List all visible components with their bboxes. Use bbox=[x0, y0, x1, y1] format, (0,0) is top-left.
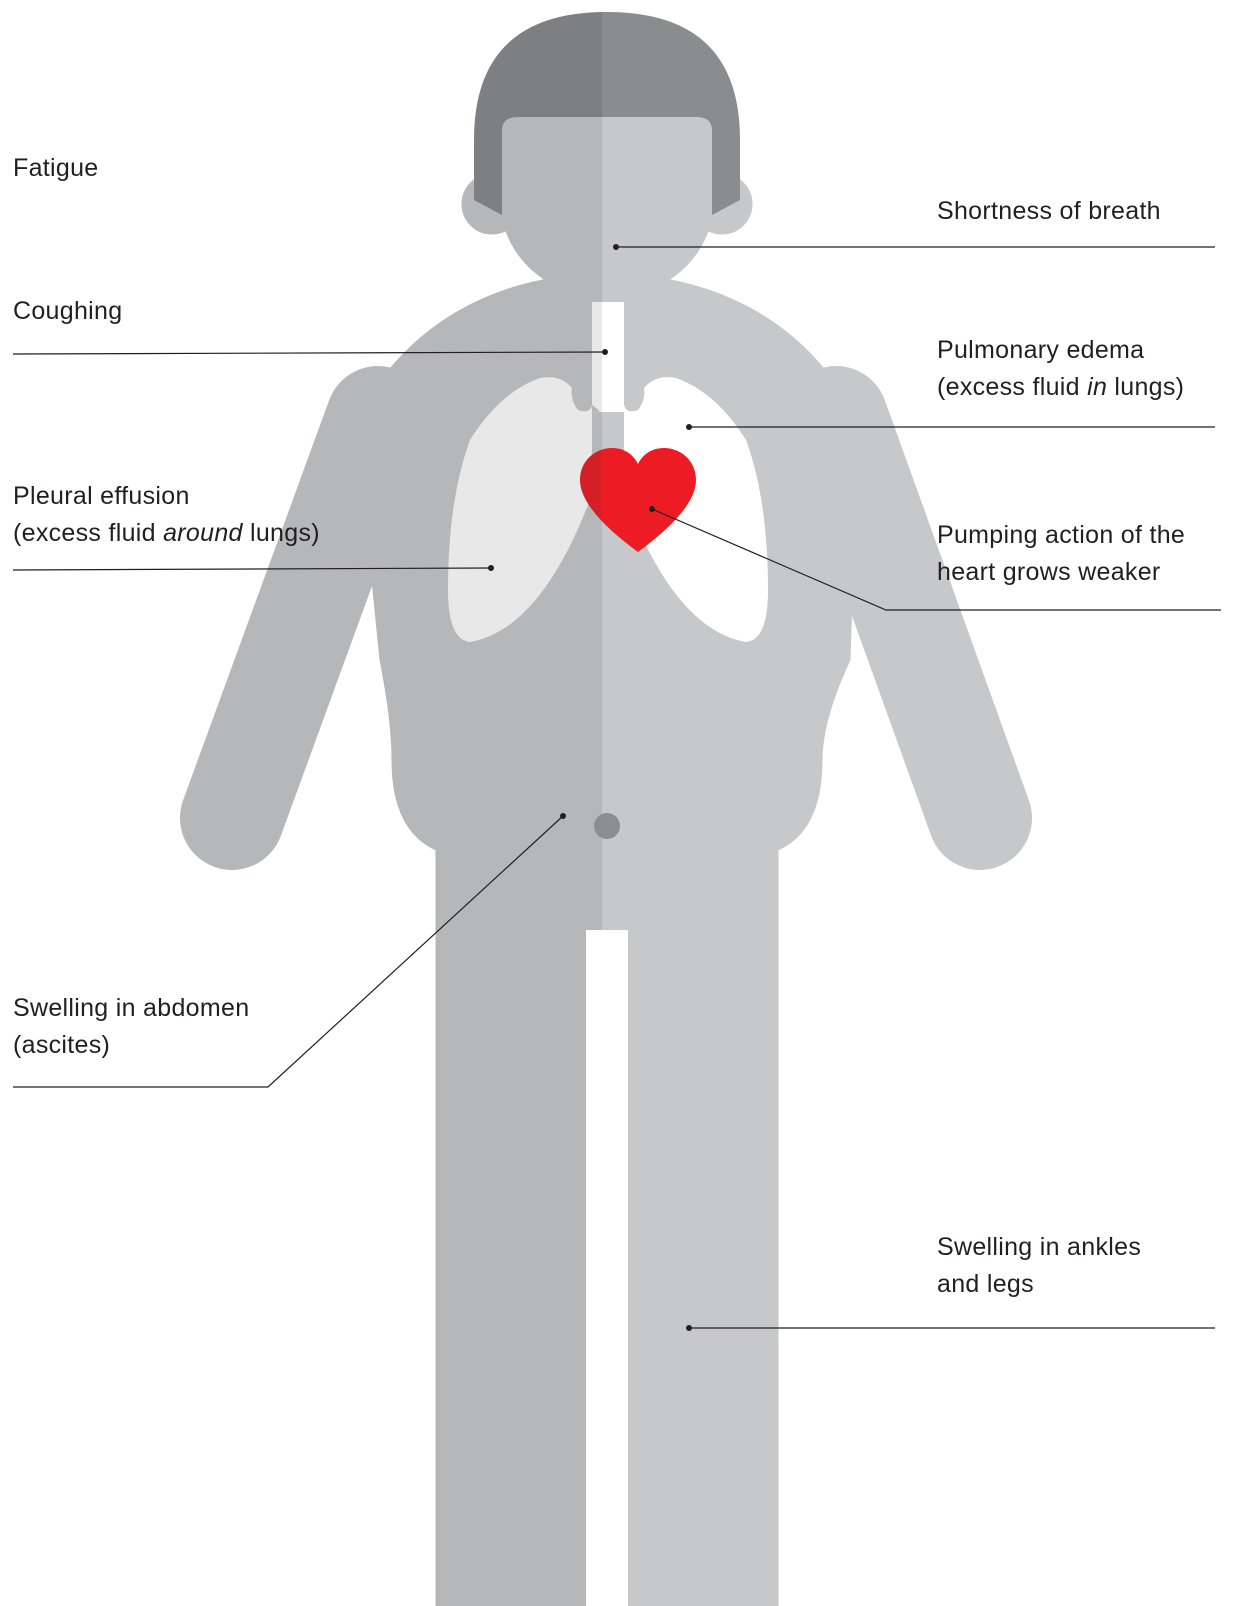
dot-pulmonary-edema bbox=[686, 424, 692, 430]
label-pleural-line2-pre: (excess fluid bbox=[13, 519, 163, 547]
label-abdomen-line1: Swelling in abdomen bbox=[13, 990, 249, 1027]
dot-pumping-action bbox=[649, 506, 655, 512]
left-leg bbox=[436, 840, 586, 1592]
label-fatigue: Fatigue bbox=[13, 150, 99, 187]
label-pleural-line2: (excess fluid around lungs) bbox=[13, 515, 320, 552]
belly-right bbox=[602, 620, 822, 930]
dot-shortness-of-breath bbox=[613, 244, 619, 250]
label-pumping-action: Pumping action of the heart grows weaker bbox=[937, 517, 1185, 591]
label-shortness-of-breath: Shortness of breath bbox=[937, 193, 1161, 230]
label-pleural-line2-em: around bbox=[163, 519, 243, 547]
label-ankles-line2: and legs bbox=[937, 1266, 1141, 1303]
label-pulmonary-edema: Pulmonary edema (excess fluid in lungs) bbox=[937, 332, 1184, 406]
right-leg bbox=[628, 840, 778, 1592]
label-pulmonary-line2-pre: (excess fluid bbox=[937, 373, 1087, 401]
label-breath-line1: Shortness of breath bbox=[937, 193, 1161, 230]
label-pleural-effusion: Pleural effusion (excess fluid around lu… bbox=[13, 478, 320, 552]
leg-gap bbox=[586, 930, 628, 1606]
dot-abdomen bbox=[560, 813, 566, 819]
label-coughing: Coughing bbox=[13, 293, 122, 330]
label-abdomen-line2: (ascites) bbox=[13, 1027, 249, 1064]
label-pulmonary-line2-post: lungs) bbox=[1107, 373, 1184, 401]
label-pulmonary-line2: (excess fluid in lungs) bbox=[937, 369, 1184, 406]
dot-ankles-legs bbox=[686, 1325, 692, 1331]
label-pulmonary-line2-em: in bbox=[1087, 373, 1107, 401]
label-pumping-line1: Pumping action of the bbox=[937, 517, 1185, 554]
dot-coughing bbox=[602, 349, 608, 355]
label-pleural-line1: Pleural effusion bbox=[13, 478, 320, 515]
label-swelling-ankles-legs: Swelling in ankles and legs bbox=[937, 1229, 1141, 1303]
dot-pleural-effusion bbox=[488, 565, 494, 571]
label-fatigue-line1: Fatigue bbox=[13, 150, 99, 187]
label-swelling-abdomen: Swelling in abdomen (ascites) bbox=[13, 990, 249, 1064]
navel bbox=[594, 813, 620, 839]
label-coughing-line1: Coughing bbox=[13, 293, 122, 330]
label-ankles-line1: Swelling in ankles bbox=[937, 1229, 1141, 1266]
label-pulmonary-line1: Pulmonary edema bbox=[937, 332, 1184, 369]
label-pumping-line2: heart grows weaker bbox=[937, 554, 1185, 591]
label-pleural-line2-post: lungs) bbox=[243, 519, 320, 547]
